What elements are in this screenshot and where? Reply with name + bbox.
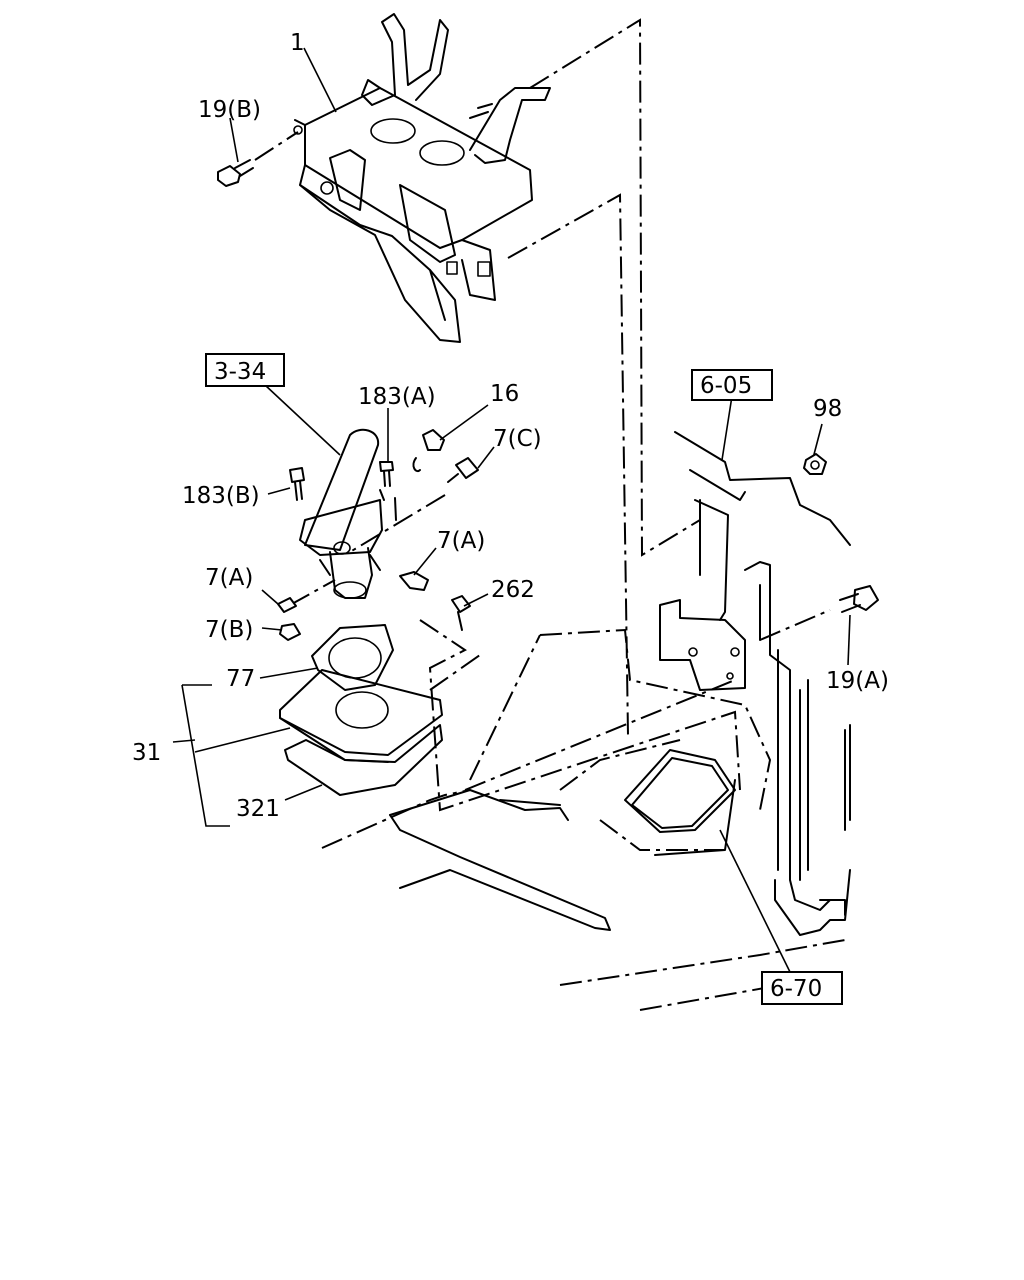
alignment-line xyxy=(349,494,446,553)
callout-77: 77 xyxy=(226,666,255,692)
callout-321: 321 xyxy=(236,796,280,822)
bolt-19b xyxy=(217,159,254,187)
callout-7c: 7(C) xyxy=(493,426,542,452)
callout-183a: 183(A) xyxy=(358,384,436,410)
callout-31: 31 xyxy=(132,740,161,766)
bolt-262 xyxy=(451,595,471,631)
bolt-183a xyxy=(379,461,394,487)
gasket-321 xyxy=(284,724,443,796)
callout-19a: 19(A) xyxy=(826,668,889,694)
switch-16 xyxy=(412,429,445,472)
alignment-line xyxy=(254,131,299,161)
callout-6-05: 6-05 xyxy=(700,373,752,399)
bolt-183b xyxy=(289,467,305,501)
callout-19b: 19(B) xyxy=(198,97,261,123)
callout-262: 262 xyxy=(491,577,535,603)
nut-98 xyxy=(803,453,827,475)
ref-box-6-05 xyxy=(691,369,773,401)
ref-box-6-70 xyxy=(761,971,843,1005)
callout-183b: 183(B) xyxy=(182,483,260,509)
pedal-bracket xyxy=(293,13,551,343)
alignment-line xyxy=(419,619,741,812)
alignment-line xyxy=(529,18,701,557)
callout-7a-left: 7(A) xyxy=(205,565,253,591)
callout-16: 16 xyxy=(490,381,519,407)
cab-structure xyxy=(321,431,851,1011)
fitting-7b xyxy=(279,623,301,641)
fitting-7a-right xyxy=(399,571,429,591)
fitting-7c xyxy=(447,457,479,483)
alignment-line xyxy=(507,193,629,736)
alignment-line xyxy=(759,609,831,641)
alignment-line xyxy=(464,679,736,791)
bolt-19a xyxy=(839,585,879,613)
callout-7a-right: 7(A) xyxy=(437,528,485,554)
plate-31 xyxy=(279,669,443,763)
callout-6-70: 6-70 xyxy=(770,976,822,1002)
callout-7b: 7(B) xyxy=(205,617,253,643)
callout-3-34: 3-34 xyxy=(214,359,266,385)
alignment-line xyxy=(289,579,336,606)
gasket-77 xyxy=(311,624,394,691)
alignment-line xyxy=(429,654,481,691)
fitting-7a-left xyxy=(277,597,297,613)
ref-box-3-34 xyxy=(205,353,285,387)
pedal-assembly xyxy=(299,428,397,599)
callout-98: 98 xyxy=(813,396,842,422)
callout-1: 1 xyxy=(290,30,305,56)
leader-lines xyxy=(172,47,851,973)
